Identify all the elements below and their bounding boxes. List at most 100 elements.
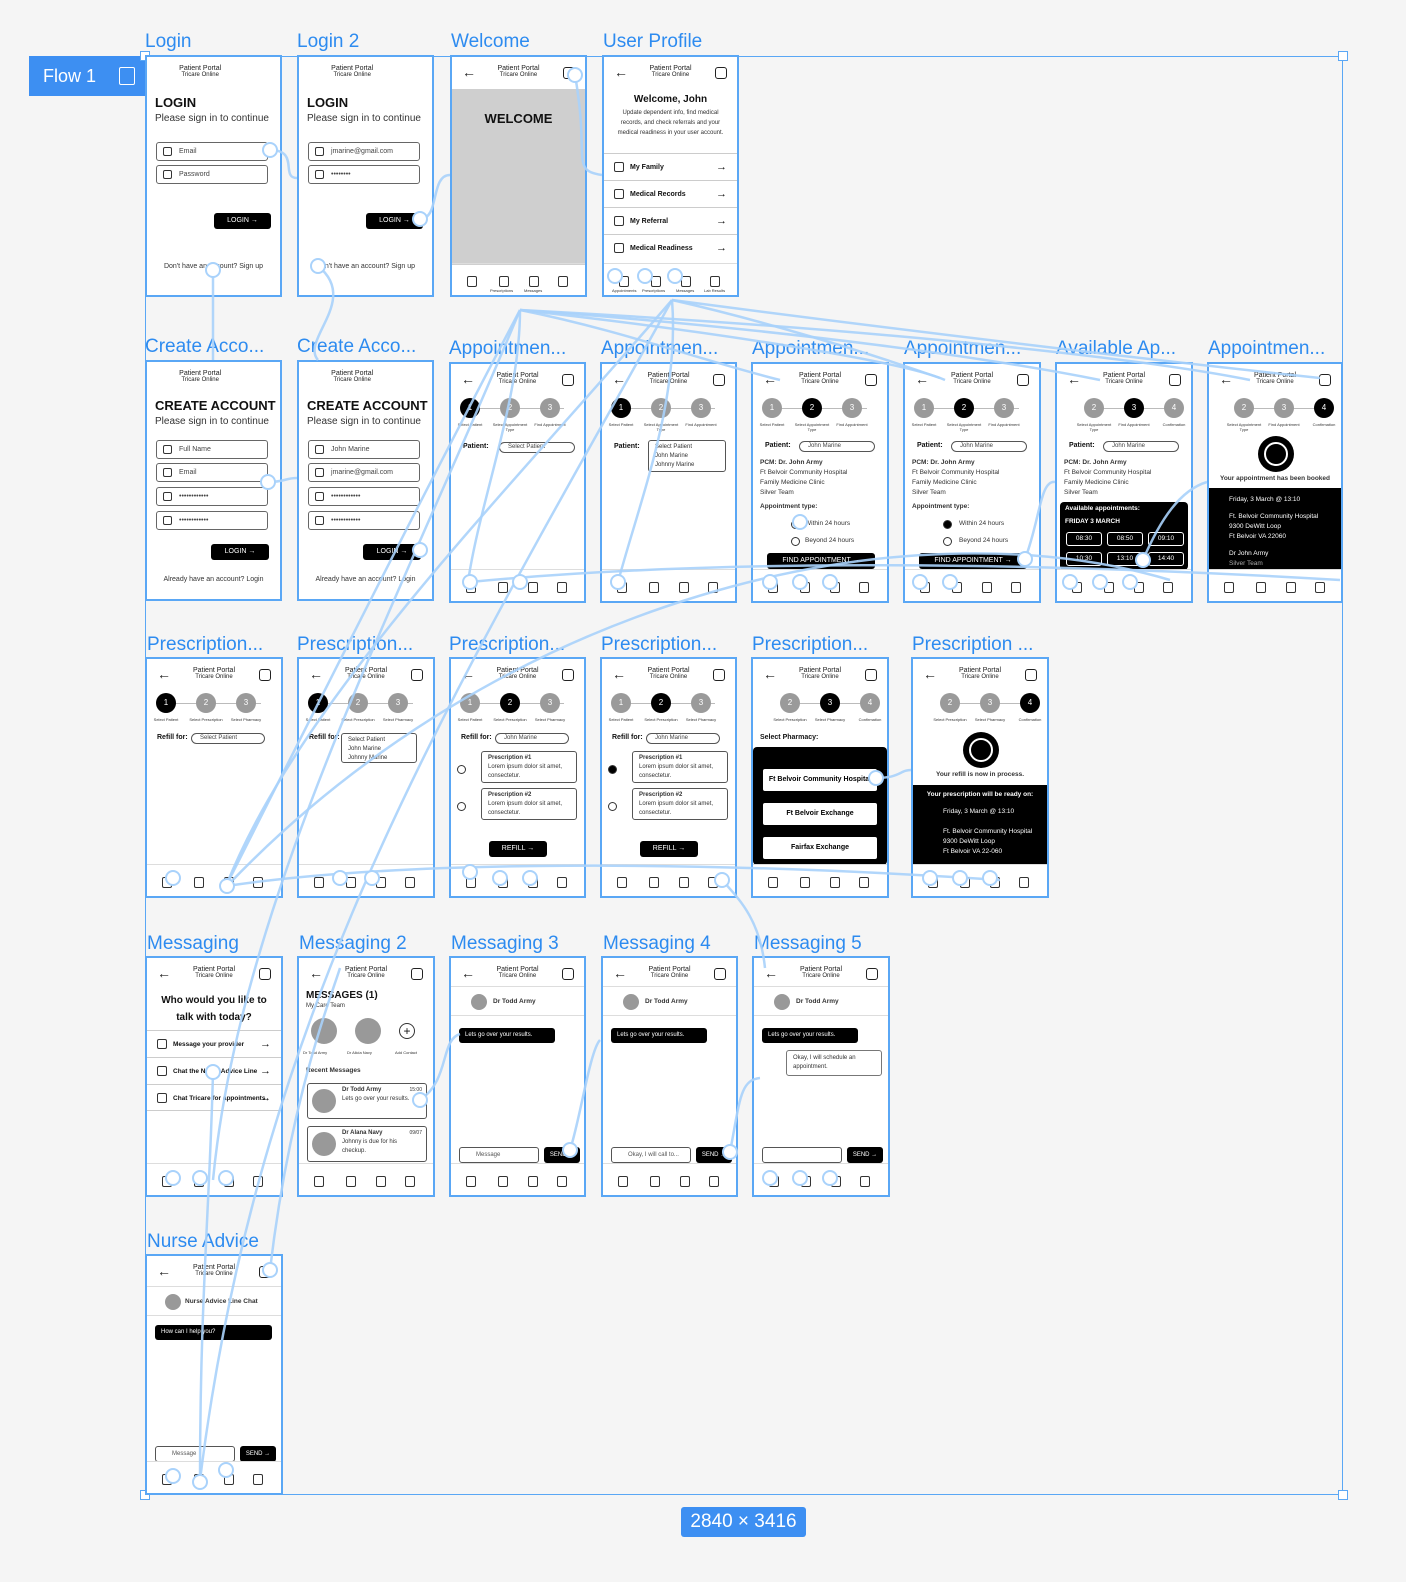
- dropdown-option[interactable]: Johnny Marine: [348, 755, 388, 761]
- calendar-icon[interactable]: [768, 582, 778, 593]
- chat-icon[interactable]: [529, 276, 539, 287]
- profile-icon[interactable]: [1017, 374, 1029, 386]
- radio-beyond[interactable]: [943, 537, 952, 546]
- pill-icon[interactable]: [346, 1176, 356, 1187]
- back-arrow-icon[interactable]: ←: [461, 965, 475, 981]
- chat-icon[interactable]: [990, 877, 1000, 888]
- back-arrow-icon[interactable]: ←: [613, 965, 627, 981]
- signup-link[interactable]: Don't have an account? Sign up: [163, 263, 264, 270]
- radio-beyond[interactable]: [791, 537, 800, 546]
- resize-handle-br[interactable]: [1338, 1490, 1348, 1500]
- rx2-radio[interactable]: [457, 802, 466, 811]
- pill-icon[interactable]: [800, 582, 810, 593]
- patient-dropdown[interactable]: John Marine: [951, 441, 1027, 452]
- frame-title-welcome[interactable]: Welcome: [451, 31, 530, 52]
- profile-icon[interactable]: [259, 968, 271, 980]
- find-appointment-button[interactable]: FIND APPOINTMENT →: [767, 553, 875, 569]
- pharmacy-option[interactable]: Ft Belvoir Community Hospital: [763, 769, 877, 791]
- calendar-icon[interactable]: [162, 1474, 172, 1485]
- dropdown-option[interactable]: Select Patient: [348, 737, 386, 743]
- pill-icon[interactable]: [801, 1176, 811, 1187]
- back-arrow-icon[interactable]: ←: [612, 371, 626, 387]
- flask-icon[interactable]: [558, 276, 568, 287]
- frame-title-msg4[interactable]: Messaging 4: [603, 933, 711, 954]
- menu-medical-records[interactable]: Medical Records→: [604, 180, 737, 207]
- frame-title-rx6[interactable]: Prescription ...: [912, 634, 1034, 655]
- frame-title-create2[interactable]: Create Acco...: [297, 336, 417, 357]
- flask-icon[interactable]: [708, 877, 718, 888]
- dropdown-option[interactable]: John Marine: [348, 746, 382, 752]
- flask-icon[interactable]: [1315, 582, 1325, 593]
- profile-icon[interactable]: [714, 968, 726, 980]
- chat-icon[interactable]: [528, 1176, 538, 1187]
- pill-icon[interactable]: [194, 877, 204, 888]
- password-field[interactable]: ••••••••••••: [308, 487, 420, 506]
- frame-title-appt5[interactable]: Available Ap...: [1056, 338, 1177, 359]
- flask-icon[interactable]: [859, 582, 869, 593]
- email-field[interactable]: Email: [156, 463, 268, 482]
- time-slot[interactable]: 14:40: [1148, 552, 1184, 566]
- calendar-icon[interactable]: [1072, 582, 1082, 593]
- chat-icon[interactable]: [681, 276, 691, 287]
- password-field[interactable]: Password: [156, 165, 268, 184]
- flask-icon[interactable]: [253, 1176, 263, 1187]
- profile-icon[interactable]: [562, 669, 574, 681]
- confirm-password-field[interactable]: ••••••••••••: [308, 511, 420, 530]
- login-button[interactable]: LOGIN →: [363, 544, 421, 560]
- chat-icon[interactable]: [1134, 582, 1144, 593]
- dropdown-option[interactable]: Johnny Marine: [655, 462, 695, 468]
- time-slot[interactable]: 10:30: [1066, 552, 1102, 566]
- add-contact-icon[interactable]: +: [399, 1023, 415, 1039]
- rx1-radio[interactable]: [457, 765, 466, 774]
- back-arrow-icon[interactable]: ←: [157, 965, 171, 981]
- profile-icon[interactable]: [563, 67, 575, 79]
- calendar-icon[interactable]: [618, 1176, 628, 1187]
- patient-dropdown[interactable]: Select Patient: [499, 442, 575, 453]
- chat-icon[interactable]: [528, 582, 538, 593]
- profile-icon[interactable]: [411, 968, 423, 980]
- chat-icon[interactable]: [1286, 582, 1296, 593]
- chat-icon[interactable]: [830, 877, 840, 888]
- back-arrow-icon[interactable]: ←: [612, 666, 626, 682]
- time-slot[interactable]: 08:50: [1107, 532, 1143, 546]
- back-arrow-icon[interactable]: ←: [763, 371, 777, 387]
- message-input[interactable]: [762, 1147, 842, 1163]
- flask-icon[interactable]: [253, 1474, 263, 1485]
- back-arrow-icon[interactable]: ←: [309, 666, 323, 682]
- calendar-icon[interactable]: [466, 1176, 476, 1187]
- profile-icon[interactable]: [562, 968, 574, 980]
- flask-icon[interactable]: [1163, 582, 1173, 593]
- send-button[interactable]: SEND →: [544, 1147, 580, 1163]
- refill-button[interactable]: REFILL →: [640, 841, 698, 857]
- pill-icon[interactable]: [498, 1176, 508, 1187]
- find-appointment-button[interactable]: FIND APPOINTMENT →: [919, 553, 1027, 569]
- patient-dropdown[interactable]: John Marine: [646, 733, 720, 744]
- chat-icon[interactable]: [680, 1176, 690, 1187]
- chat-icon[interactable]: [679, 877, 689, 888]
- avatar[interactable]: [311, 1018, 337, 1044]
- pill-icon[interactable]: [649, 877, 659, 888]
- time-slot[interactable]: 09:10: [1148, 532, 1184, 546]
- flask-icon[interactable]: [405, 877, 415, 888]
- chat-icon[interactable]: [679, 582, 689, 593]
- menu-medical-readiness[interactable]: Medical Readiness→: [604, 234, 737, 261]
- frame-title-msg5[interactable]: Messaging 5: [754, 933, 862, 954]
- profile-icon[interactable]: [259, 1266, 271, 1278]
- frame-title-nurse[interactable]: Nurse Advice: [147, 1231, 259, 1252]
- pill-icon[interactable]: [649, 582, 659, 593]
- menu-my-family[interactable]: My Family→: [604, 153, 737, 180]
- pill-icon[interactable]: [1104, 582, 1114, 593]
- full-name-field[interactable]: Full Name: [156, 440, 268, 459]
- flask-icon[interactable]: [405, 1176, 415, 1187]
